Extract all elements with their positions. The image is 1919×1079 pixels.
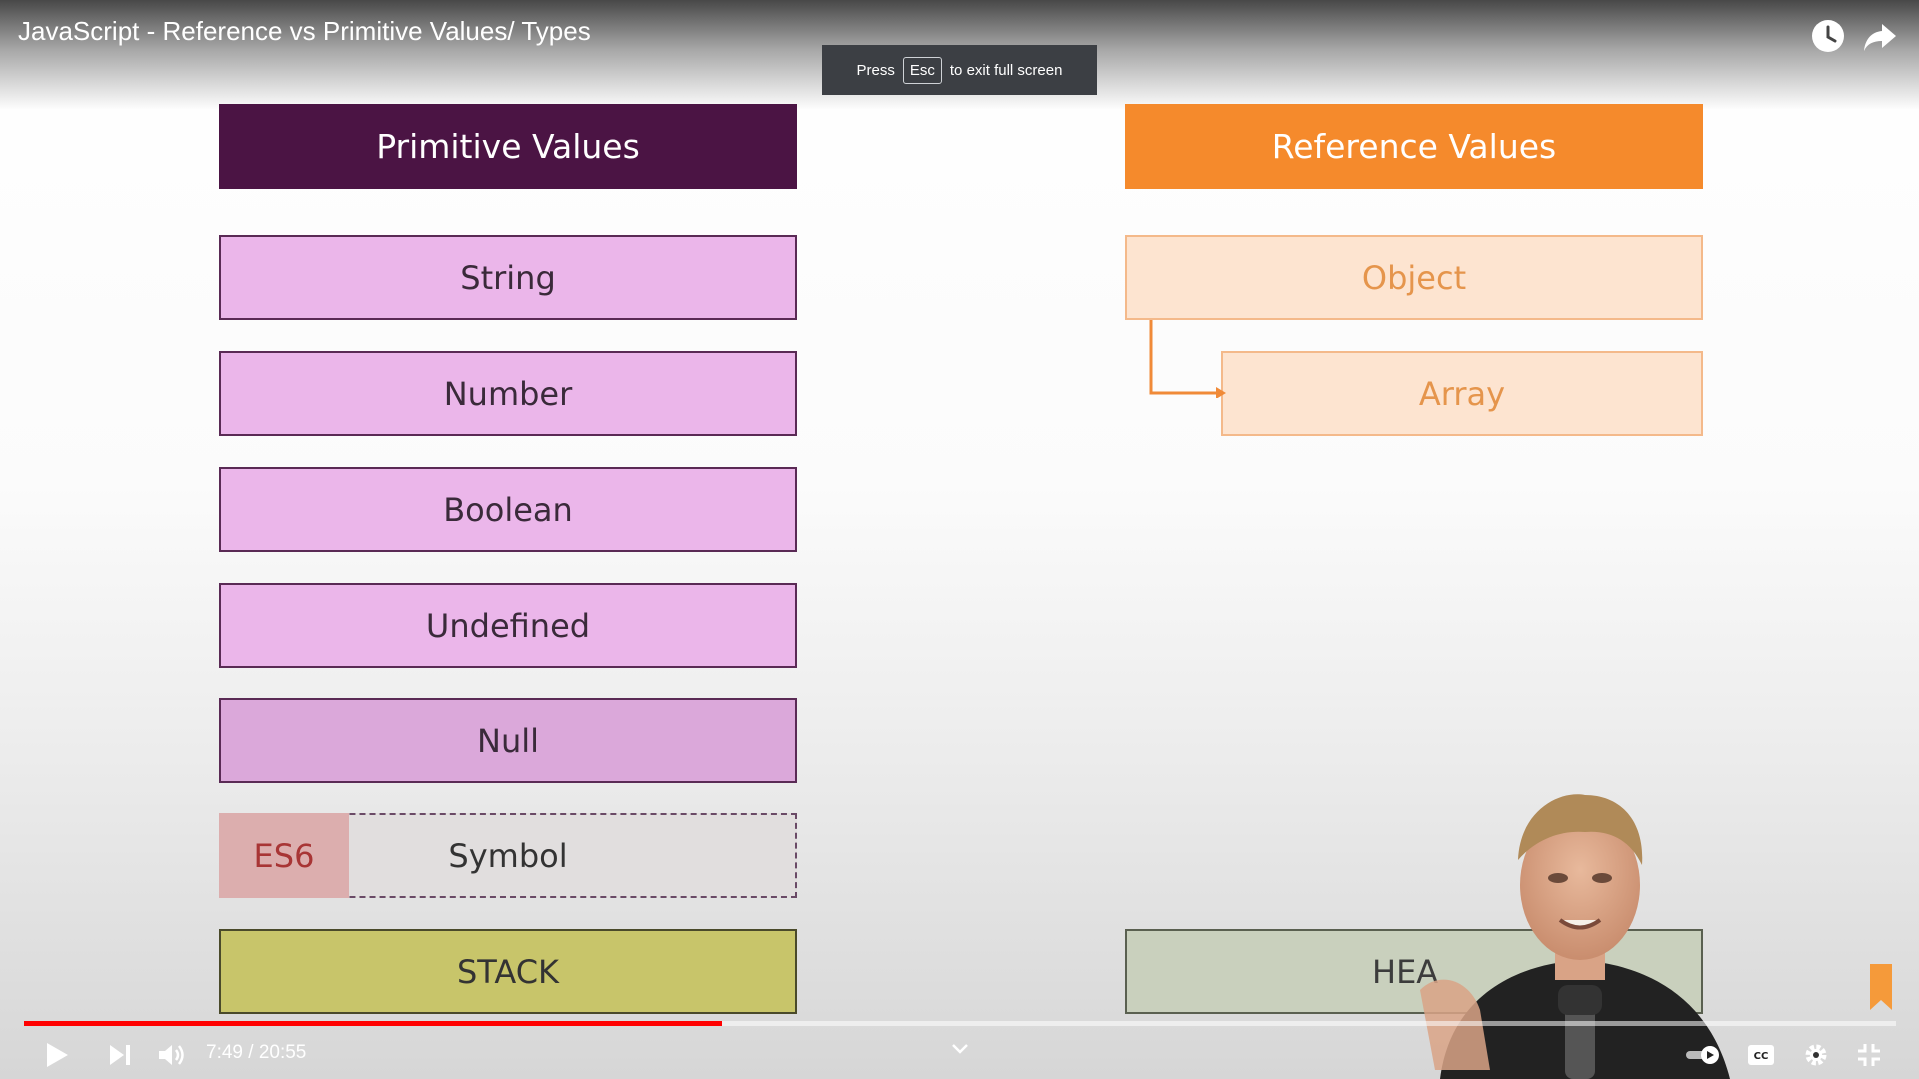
- stack-box: STACK: [219, 929, 797, 1014]
- fullscreen-toast: Press Esc to exit full screen: [822, 45, 1097, 95]
- array-box: Array: [1221, 351, 1703, 436]
- play-icon[interactable]: [40, 1038, 74, 1072]
- player-controls: 7:49 / 20:55 CC: [0, 1030, 1919, 1079]
- es6-badge: ES6: [219, 813, 349, 898]
- toast-message: to exit full screen: [949, 61, 1063, 79]
- object-array-connector: [1149, 320, 1226, 398]
- esc-key-label: Esc: [902, 56, 942, 84]
- volume-icon[interactable]: [155, 1038, 189, 1072]
- toast-press-text: Press: [856, 61, 895, 79]
- chevron-down-icon[interactable]: [943, 1032, 977, 1066]
- boolean-box: Boolean: [219, 467, 797, 552]
- string-box: String: [219, 235, 797, 320]
- presenter-video: [1420, 794, 1730, 1079]
- object-box: Object: [1125, 235, 1703, 320]
- exit-fullscreen-icon[interactable]: [1852, 1038, 1886, 1072]
- symbol-label: Symbol: [448, 836, 568, 875]
- reference-values-header: Reference Values: [1125, 104, 1703, 189]
- undefined-box: Undefined: [219, 583, 797, 668]
- autoplay-toggle[interactable]: [1683, 1038, 1723, 1072]
- captions-icon[interactable]: CC: [1744, 1038, 1778, 1072]
- primitive-values-header: Primitive Values: [219, 104, 797, 189]
- share-icon[interactable]: [1862, 18, 1898, 54]
- watch-later-icon[interactable]: [1810, 18, 1846, 54]
- next-icon[interactable]: [103, 1038, 137, 1072]
- progress-played: [24, 1021, 723, 1026]
- settings-icon[interactable]: [1799, 1038, 1833, 1072]
- progress-bar[interactable]: [24, 1021, 1896, 1026]
- null-box: Null: [219, 698, 797, 783]
- video-title[interactable]: JavaScript - Reference vs Primitive Valu…: [18, 16, 591, 46]
- svg-text:CC: CC: [1754, 1051, 1769, 1062]
- time-display: 7:49 / 20:55: [206, 1042, 307, 1063]
- bookmark-icon[interactable]: [1866, 962, 1896, 1012]
- number-box: Number: [219, 351, 797, 436]
